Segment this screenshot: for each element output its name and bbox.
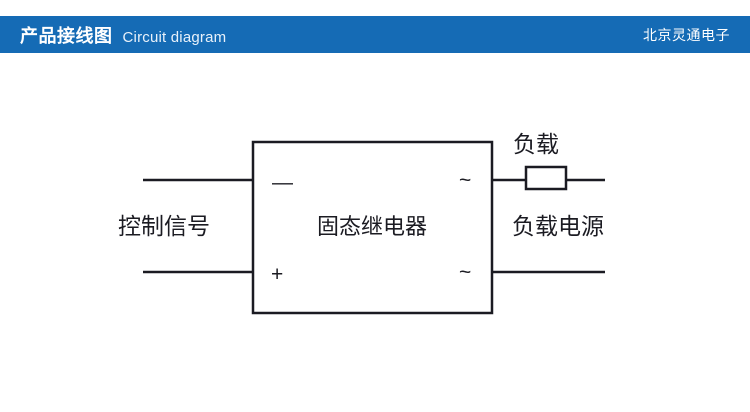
- circuit-diagram-svg: — + ~ ~ 固态继电器 控制信号 负载 负载电源: [118, 131, 605, 315]
- page-title-cn: 产品接线图: [20, 25, 113, 46]
- load-resistor-symbol: [524, 165, 568, 191]
- solid-state-relay-label: 固态继电器: [317, 214, 427, 239]
- load-power-supply-label: 负载电源: [512, 213, 604, 239]
- load-label: 负载: [513, 131, 559, 157]
- control-signal-label: 控制信号: [118, 213, 210, 239]
- page-title-en: Circuit diagram: [122, 28, 227, 46]
- header-title-group: 产品接线图 Circuit diagram: [20, 22, 226, 48]
- header-bar: 产品接线图 Circuit diagram 北京灵通电子: [0, 16, 750, 53]
- terminal-positive-label: +: [271, 263, 283, 286]
- circuit-diagram-canvas: — + ~ ~ 固态继电器 控制信号 负载 负载电源: [0, 53, 750, 412]
- terminal-ac-bottom-label: ~: [459, 261, 471, 284]
- terminal-negative-label: —: [272, 171, 293, 194]
- terminal-ac-top-label: ~: [459, 169, 471, 192]
- brand-name: 北京灵通电子: [643, 26, 730, 43]
- solid-state-relay-body: [251, 140, 494, 315]
